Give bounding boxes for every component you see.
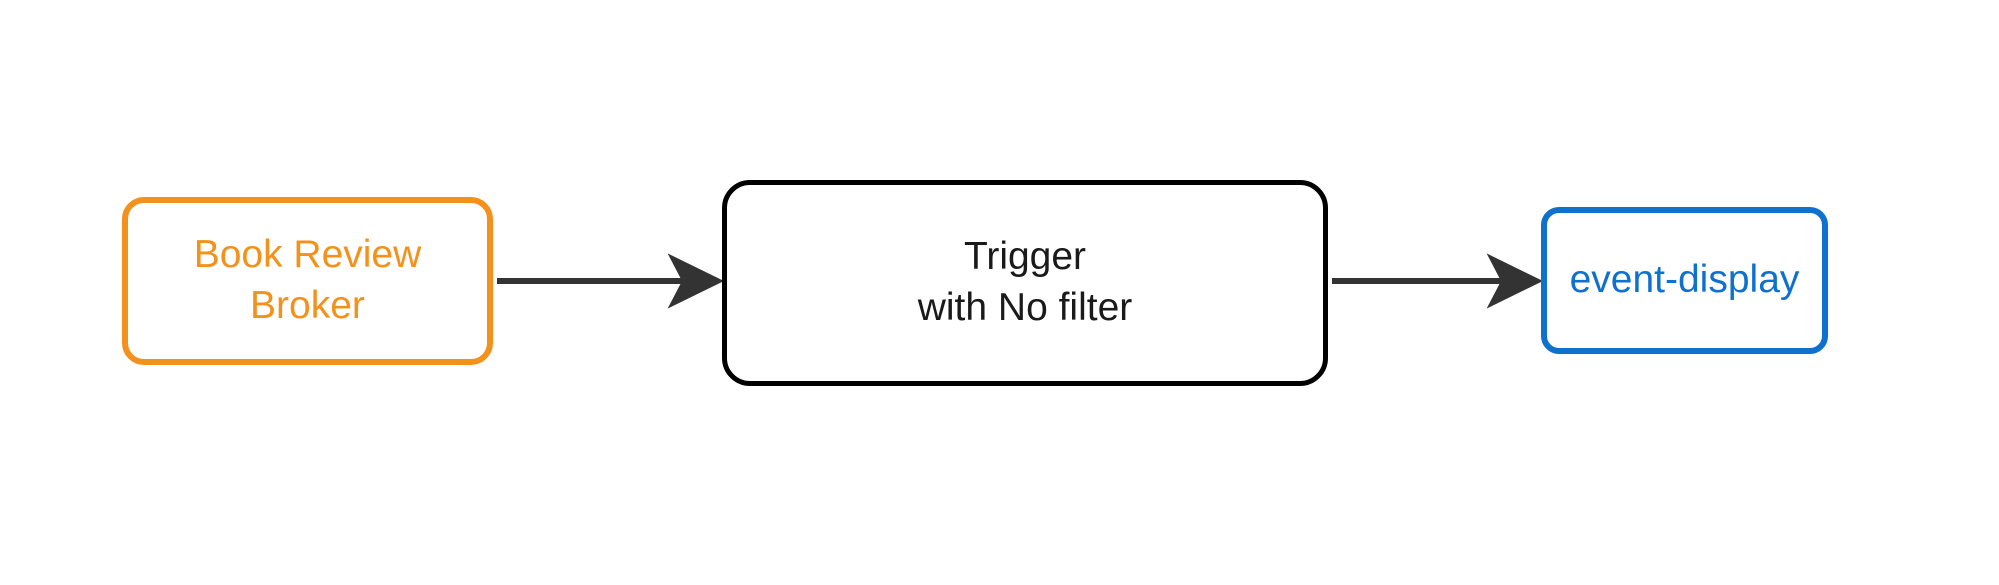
node-book-review-broker[interactable]: Book Review Broker [122,197,493,365]
node-label-book-review-broker: Book Review Broker [193,233,422,327]
node-event-display[interactable]: event-display [1541,207,1828,354]
node-trigger-with-no-filter[interactable]: Trigger with No filter [722,180,1328,386]
node-label-event-display: event-display [1569,258,1800,302]
node-label-trigger-with-no-filter: Trigger with No filter [917,235,1133,329]
